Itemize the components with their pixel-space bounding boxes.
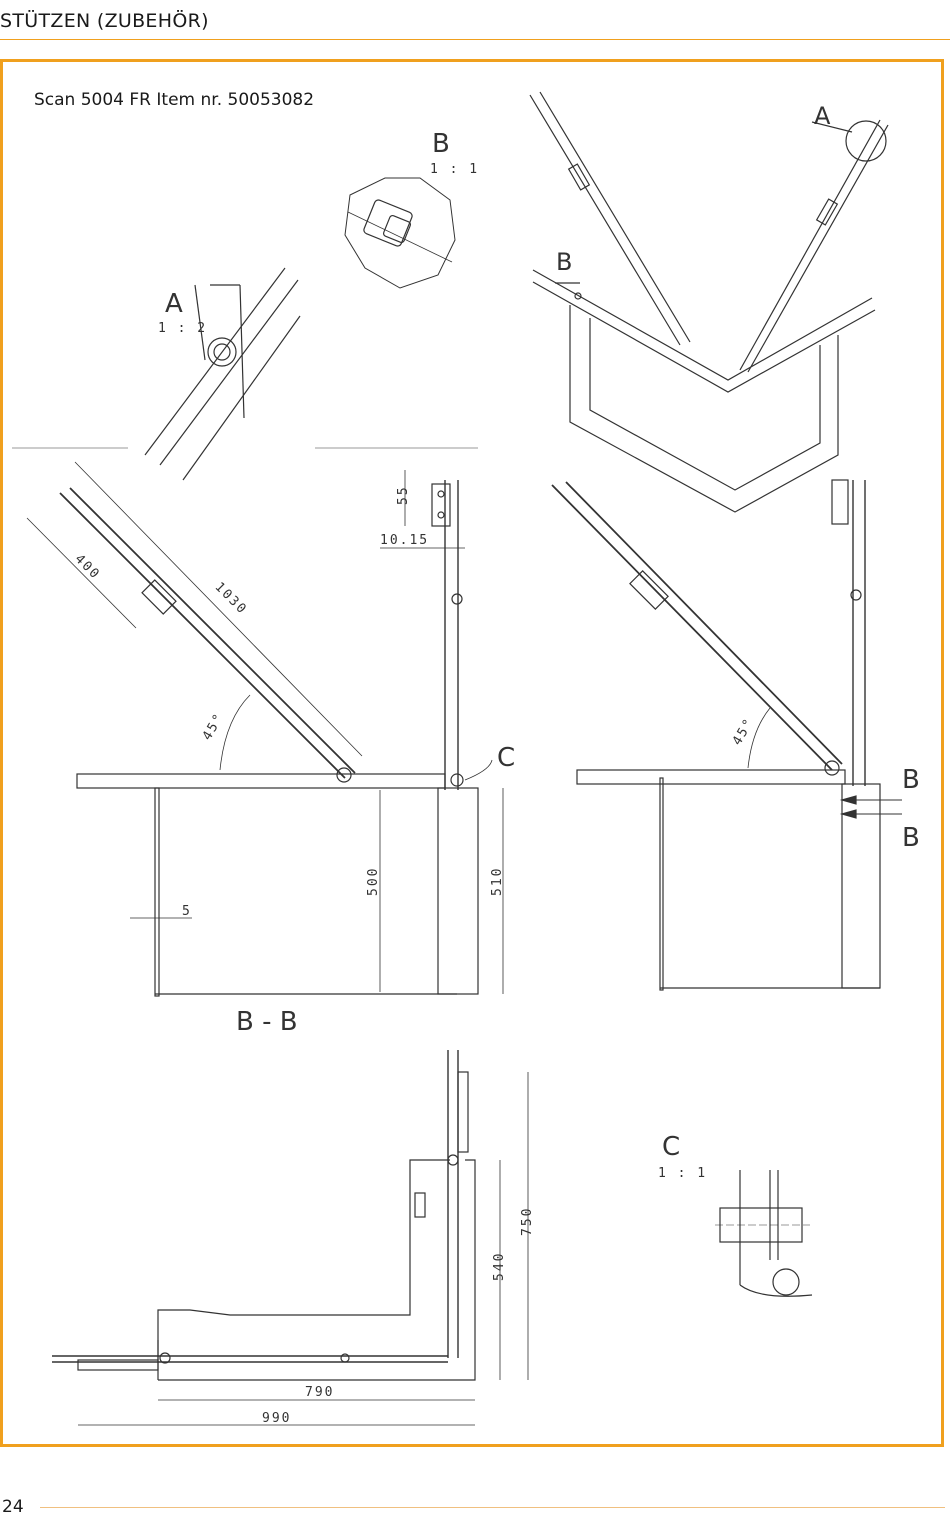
detail-c-scale: 1 : 1 [658, 1166, 707, 1181]
section-title: STÜTZEN (ZUBEHÖR) [0, 10, 209, 32]
header-rule [0, 39, 950, 40]
dim-hole-pitch: 55 [396, 485, 411, 505]
dim-plan-width-inner: 790 [305, 1385, 334, 1400]
dim-bracket-offset: 10.15 [380, 533, 429, 548]
dim-plan-width-outer: 990 [262, 1411, 291, 1426]
callout-b-iso: B [556, 248, 572, 276]
detail-b-letter: B [432, 129, 450, 159]
drawing-frame [0, 59, 944, 1447]
document-title: Scan 5004 FR Item nr. 50053082 [34, 90, 315, 110]
dim-height-outer: 510 [490, 867, 505, 896]
footer-rule [40, 1507, 945, 1508]
detail-c-letter: C [662, 1132, 680, 1162]
callout-c: C [497, 743, 515, 773]
section-arrow-b-lower: B [902, 823, 920, 853]
dim-plan-depth-inner: 540 [492, 1252, 507, 1281]
detail-b-bolt-view [344, 177, 456, 289]
side-view-right [551, 479, 902, 991]
detail-b-scale: 1 : 1 [430, 162, 479, 177]
plan-view [52, 1050, 529, 1426]
dim-plan-depth-outer: 750 [520, 1207, 535, 1236]
detail-a-letter: A [165, 289, 183, 319]
dim-strut-length: 1030 [212, 580, 250, 618]
page-number: 24 [2, 1497, 24, 1517]
dim-angle-left: 45° [200, 710, 228, 743]
detail-a-scale: 1 : 2 [158, 321, 207, 336]
section-arrow-b-upper: B [902, 765, 920, 795]
detail-a-rail-view [12, 267, 478, 481]
detail-c-view [715, 1170, 813, 1297]
dim-wall-gap: 5 [182, 904, 192, 919]
dim-height-inner: 500 [366, 867, 381, 896]
side-view-section [26, 461, 504, 997]
section-label: B - B [236, 1007, 298, 1037]
isometric-view [529, 91, 889, 513]
callout-a: A [814, 102, 831, 130]
dim-angle-right: 45° [730, 715, 758, 748]
